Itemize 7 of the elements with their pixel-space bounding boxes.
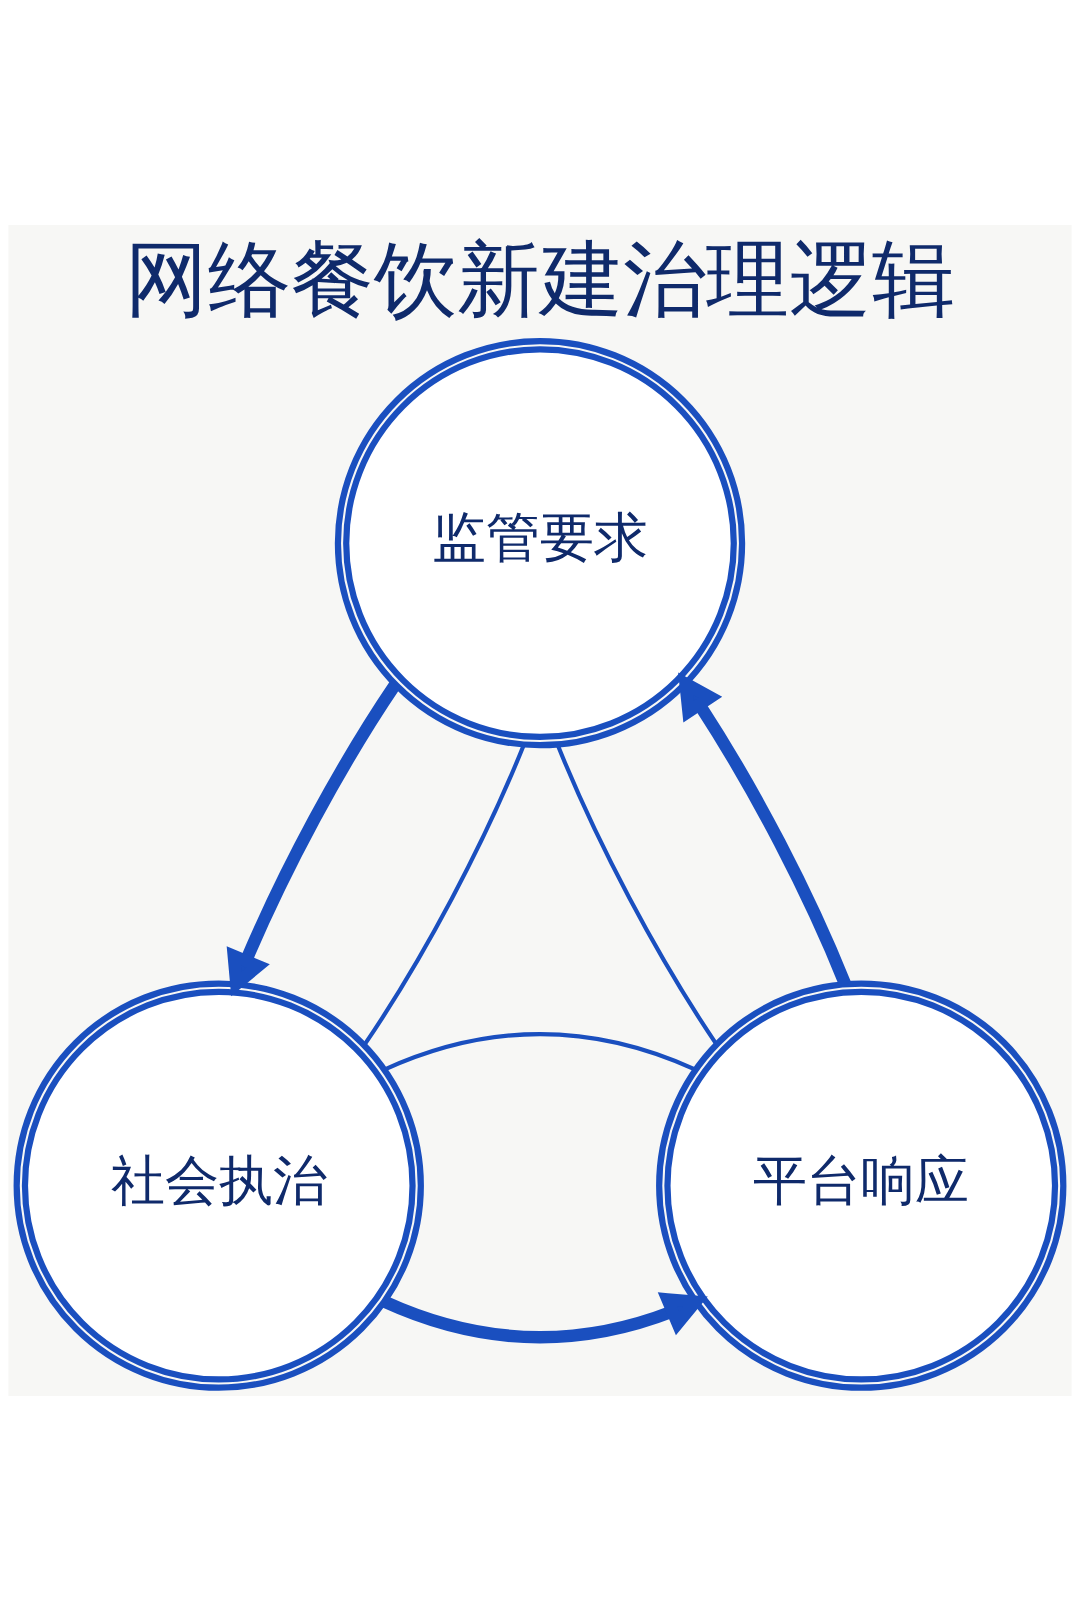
node-circle: 监管要求 [334,337,746,748]
arrow [382,1291,708,1343]
arrow [226,680,401,996]
diagram-title: 网络餐饮新建治理逻辑 [125,230,955,328]
connector [383,1031,697,1072]
node-circle: 社会执治 [13,979,424,1391]
connector [362,744,526,1046]
